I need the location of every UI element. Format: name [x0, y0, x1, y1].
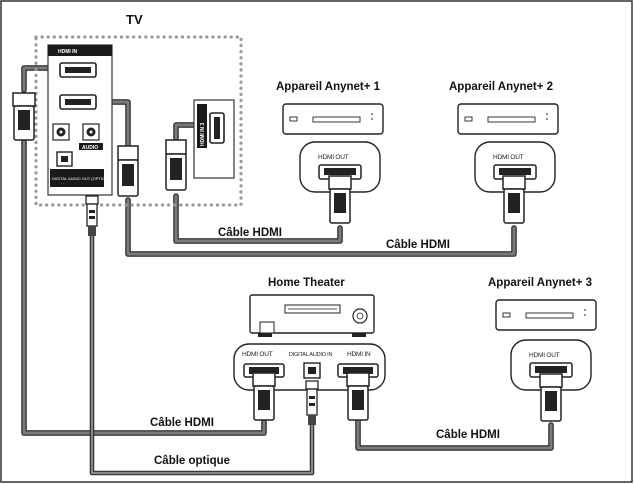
plug-home-theater-hdmi-out	[252, 372, 276, 421]
cable-label-hdmi-4: Câble HDMI	[436, 429, 500, 441]
plug-tv-optical	[85, 195, 99, 236]
device-anynet3: Appareil Anynet+ 3 HDMI OUT	[488, 277, 597, 422]
cable-label-optical: Câble optique	[154, 455, 230, 467]
tv-audio-banner	[79, 143, 103, 150]
device-anynet2: Appareil Anynet+ 2 HDMI OUT	[449, 81, 559, 224]
tv-hdmi-in-label: HDMI IN	[58, 49, 78, 55]
home-theater-port-hdmi-out: HDMI OUT	[242, 351, 273, 358]
tv-hdmi-in-banner	[48, 45, 112, 56]
plug-home-theater-optical	[305, 380, 319, 425]
device-home-theater: Home Theater HDMI OUT DIGITAL AUDIO IN H…	[233, 277, 386, 425]
tv-digital-audio-out-label: DIGITAL AUDIO OUT (OPTICAL)	[52, 176, 112, 181]
tv-audio-label: AUDIO	[82, 145, 98, 151]
plug-tv-hdmi-side	[165, 139, 187, 191]
plug-tv-hdmi-left	[12, 92, 36, 141]
tv: TV HDMI IN AUDIO DIGITAL AUDIO OUT (OPTI…	[34, 12, 243, 207]
anynet3-port-label: HDMI OUT	[529, 352, 560, 359]
anynet3-title: Appareil Anynet+ 3	[488, 277, 592, 289]
tv-side-hdmi-in-label: HDMI IN 3	[200, 122, 206, 146]
plug-tv-hdmi-mid	[117, 145, 139, 197]
anynet2-port-label: HDMI OUT	[493, 154, 524, 161]
home-theater-port-digital-audio-in: DIGITAL AUDIO IN	[289, 352, 332, 358]
plug-anynet2	[502, 175, 526, 224]
home-theater-box	[249, 294, 375, 334]
device-anynet1: Appareil Anynet+ 1 HDMI OUT	[276, 81, 384, 224]
cable-label-hdmi-1: Câble HDMI	[218, 227, 282, 239]
plug-anynet3	[539, 373, 563, 422]
anynet2-title: Appareil Anynet+ 2	[449, 81, 553, 93]
tv-title: TV	[126, 12, 143, 27]
tv-outline	[34, 35, 243, 207]
home-theater-title: Home Theater	[268, 277, 345, 289]
plug-anynet1	[328, 175, 352, 224]
home-theater-port-hdmi-in: HDMI IN	[347, 351, 371, 358]
plug-home-theater-hdmi-in	[346, 372, 370, 421]
tv-digital-audio-banner	[50, 169, 104, 187]
anynet1-title: Appareil Anynet+ 1	[276, 81, 381, 93]
cable-label-hdmi-2: Câble HDMI	[386, 239, 450, 251]
cable-label-hdmi-3: Câble HDMI	[150, 417, 214, 429]
plugs	[12, 92, 187, 236]
anynet1-port-label: HDMI OUT	[318, 154, 349, 161]
cable-labels: Câble HDMI Câble HDMI Câble HDMI Câble H…	[150, 227, 500, 467]
